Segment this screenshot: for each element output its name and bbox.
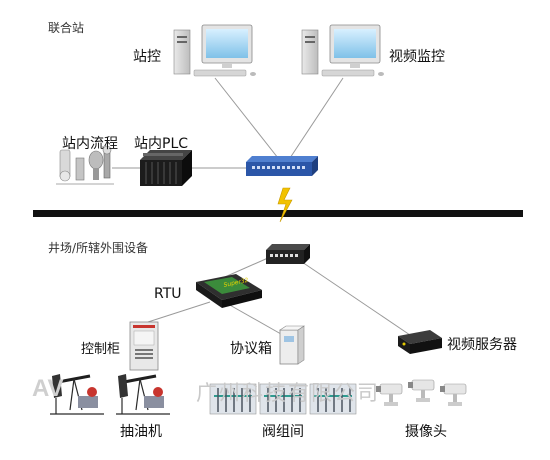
backbone-bar: [33, 210, 523, 217]
camera-label: 摄像头: [405, 424, 447, 440]
video-server-label: 视频服务器: [447, 337, 517, 353]
pump-unit-icon: [50, 374, 170, 415]
link-rtu-control-cabinet: [147, 301, 211, 323]
watermark-logo: AV: [32, 375, 64, 402]
station-plc-label: 站内PLC: [134, 136, 189, 152]
station-process-label: 站内流程: [62, 136, 118, 152]
pump-unit-label: 抽油机: [120, 424, 162, 440]
link-rtu-protocol-box: [227, 303, 289, 339]
valve-group-icon: [209, 383, 357, 415]
link-hub-video-server: [301, 261, 411, 336]
network-switch-icon: [246, 156, 318, 176]
station-plc-icon: [140, 150, 192, 186]
station-control-label: 站控: [133, 49, 161, 65]
video-server-icon: [398, 330, 442, 354]
protocol-box-icon: [279, 325, 305, 365]
wireless-link-icon: [277, 187, 293, 223]
control-cabinet-label: 控制柜: [81, 342, 121, 357]
connection-lines: [112, 77, 411, 339]
watermark-text: 广州科技有限公司: [196, 381, 380, 405]
link-station-control-switch: [214, 77, 279, 159]
camera-icon: [376, 379, 467, 406]
video-monitor-computer-icon: [301, 24, 384, 77]
hub-switch-icon: [266, 244, 310, 264]
protocol-box-label: 协议箱: [230, 341, 272, 357]
rtu-label: RTU: [154, 286, 182, 302]
station-process-instruments-icon: [56, 145, 114, 185]
area-station-label: 联合站: [48, 21, 85, 35]
rtu-icon: Super32: [196, 274, 262, 308]
station-control-computer-icon: [173, 24, 256, 77]
valve-group-label: 阀组间: [262, 424, 304, 440]
link-video-monitor-switch: [289, 77, 344, 159]
video-monitor-label: 视频监控: [389, 49, 445, 65]
area-well-site-label: 井场/所辖外围设备: [48, 241, 149, 255]
control-cabinet-icon: [129, 321, 159, 371]
